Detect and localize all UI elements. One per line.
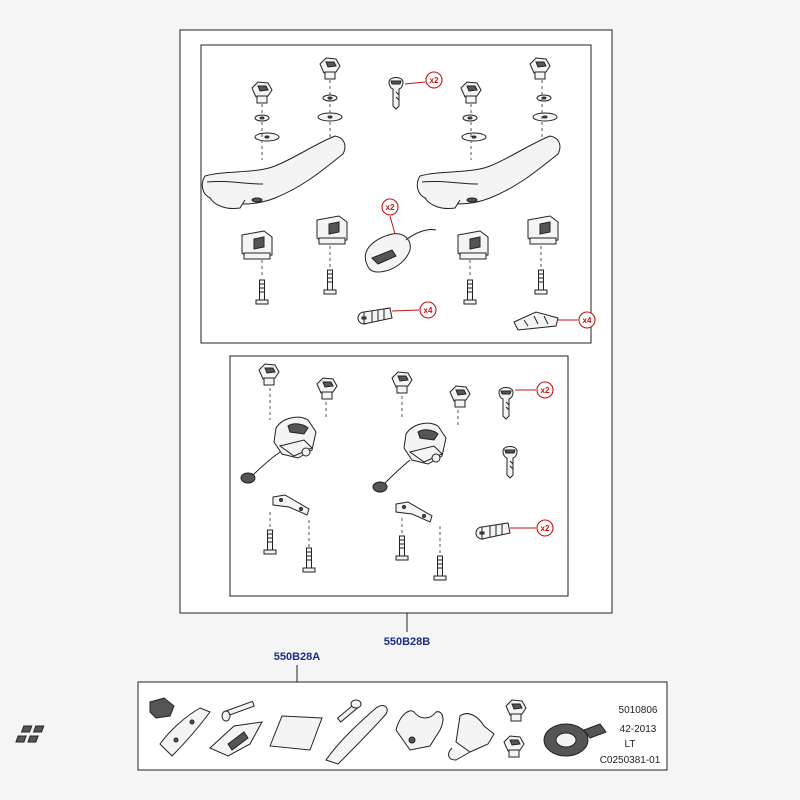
- quantity-callout: x2: [536, 381, 554, 399]
- saddle-assembly-left: [201, 57, 348, 305]
- quantity-callout: x2: [381, 198, 399, 216]
- clamp-plate-part: [159, 707, 211, 757]
- svg-text:x2: x2: [430, 76, 439, 85]
- bolt-part: [221, 700, 255, 722]
- svg-text:x4: x4: [424, 306, 433, 315]
- svg-text:x2: x2: [541, 386, 550, 395]
- accessory-kit-parts: [15, 697, 607, 765]
- svg-text:x2: x2: [386, 203, 395, 212]
- bracket-assembly-right: [372, 371, 471, 581]
- quantity-callout: x4: [578, 311, 596, 329]
- info-line: C0250381-01: [600, 755, 661, 766]
- tape-roll-part: [543, 723, 607, 757]
- quantity-callout: x2: [425, 71, 443, 89]
- clamp-part: [241, 230, 273, 260]
- bracket-part: [273, 416, 317, 459]
- pad-part: [149, 697, 175, 719]
- end-cap-part: [372, 481, 388, 493]
- quantity-callout: x2: [536, 519, 554, 537]
- instruction-sheet-part: [15, 715, 323, 751]
- clamp-part: [457, 230, 489, 260]
- spacer-plate-part: [513, 311, 559, 331]
- washer-part: [461, 132, 487, 142]
- bracket-assembly-left: [240, 363, 338, 573]
- washer-part: [532, 112, 558, 122]
- washer-part: [254, 132, 280, 142]
- bolt-part: [336, 699, 362, 723]
- washer-part: [462, 114, 478, 122]
- washer-part: [536, 94, 552, 102]
- cradle-part: [395, 710, 444, 751]
- info-line: 42-2013: [620, 724, 657, 735]
- info-line: 5010806: [619, 705, 658, 716]
- parent-kit-ref-label: 550B28B: [384, 636, 431, 648]
- quantity-callout: x4: [419, 301, 437, 319]
- clamp-part: [316, 215, 348, 245]
- svg-text:x4: x4: [583, 316, 592, 325]
- sub-kit-ref-label: 550B28A: [274, 651, 321, 663]
- lever-part: [455, 713, 495, 753]
- strap-buckle-part: [364, 229, 437, 273]
- drawing-info-block: 5010806 42-2013 LT C0250381-01: [600, 705, 661, 766]
- info-line: LT: [625, 739, 636, 750]
- clamp-part: [527, 215, 559, 245]
- strap-part: [325, 705, 388, 765]
- saddle-accessories: [357, 77, 559, 331]
- end-cap-part: [240, 472, 256, 484]
- bracket-part: [403, 422, 447, 465]
- saddle-assembly-right: [416, 57, 561, 305]
- svg-text:x2: x2: [541, 524, 550, 533]
